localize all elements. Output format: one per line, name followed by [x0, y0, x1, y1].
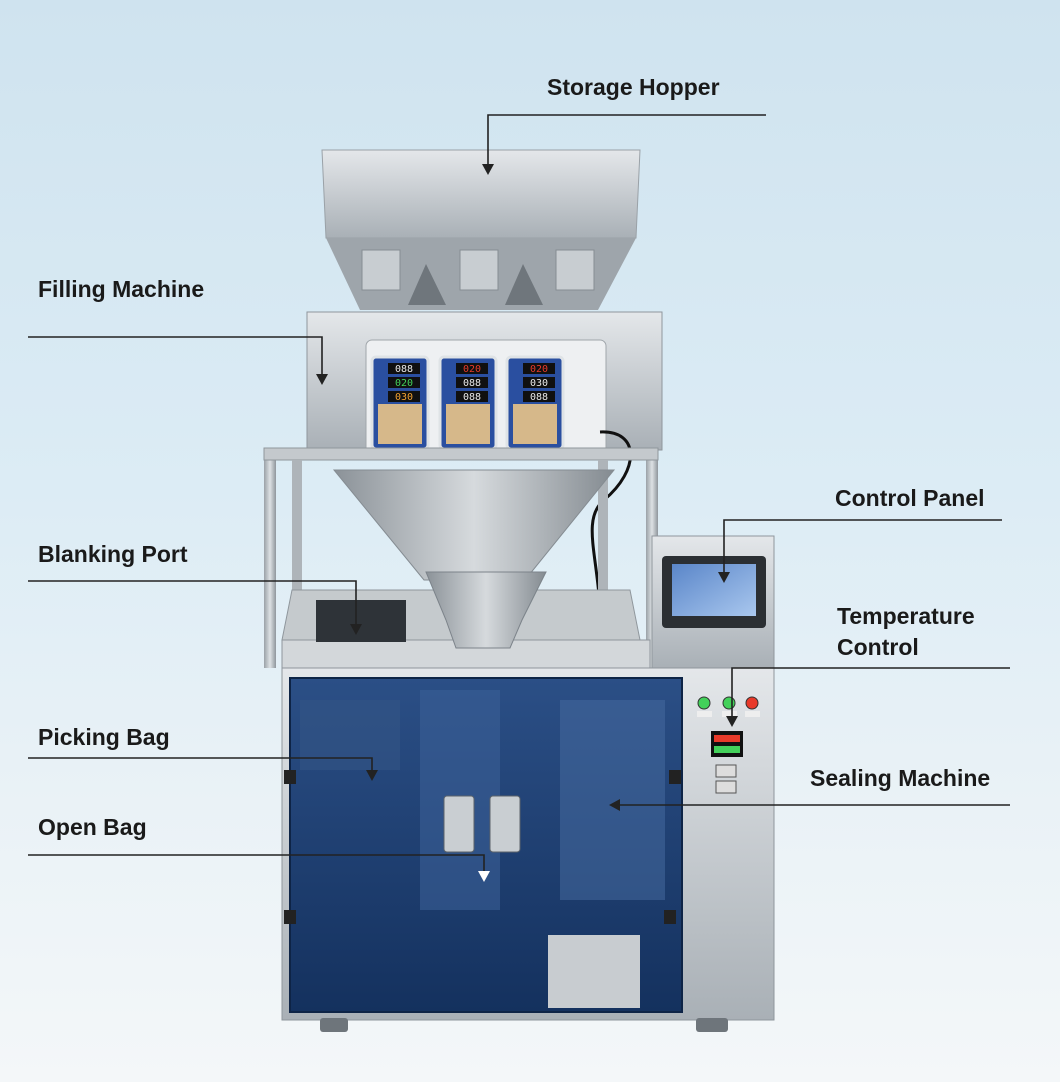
door-handle-left — [443, 795, 475, 853]
temperature-controller — [711, 731, 743, 757]
display-2-row-3: 088 — [463, 392, 481, 403]
display-3-row-1: 020 — [530, 364, 548, 375]
display-3-row-3: 088 — [530, 392, 548, 403]
arrow-down-icon — [478, 871, 490, 882]
green-indicator-icon — [722, 696, 736, 710]
display-2-row-1: 020 — [463, 364, 481, 375]
arrow-left-icon — [609, 799, 620, 811]
door-handle-right — [489, 795, 521, 853]
filling-machine-leader — [28, 336, 323, 378]
label-storage-hopper: Storage Hopper — [547, 74, 720, 100]
collecting-cone — [332, 469, 616, 581]
temperature-control-leader — [731, 667, 1010, 720]
weigher-display-3: 020 030 088 — [505, 355, 565, 451]
control-panel-leader — [723, 519, 1002, 576]
green-indicator-icon — [697, 696, 711, 710]
arrow-down-icon — [726, 716, 738, 727]
label-picking-bag: Picking Bag — [38, 724, 170, 750]
red-indicator-icon — [745, 696, 759, 710]
weigher-display-2: 020 088 088 — [438, 355, 498, 451]
arrow-down-icon — [366, 770, 378, 781]
arrow-down-icon — [718, 572, 730, 583]
picking-bag-leader — [28, 757, 373, 774]
label-sealing-machine: Sealing Machine — [810, 765, 991, 791]
label-temperature-control: Temperature Control — [837, 603, 975, 660]
lower-cabinet — [281, 667, 775, 1032]
leader-lines — [28, 114, 1010, 876]
display-3-row-2: 030 — [530, 378, 548, 389]
label-blanking-port: Blanking Port — [38, 541, 188, 567]
weigher-display-1: 088 020 030 — [370, 355, 430, 451]
display-1-row-2: 020 — [395, 378, 413, 389]
display-1-row-1: 088 — [395, 364, 413, 375]
storage-hopper — [321, 149, 641, 310]
open-bag-leader — [28, 854, 485, 876]
side-control-panel — [697, 696, 760, 794]
label-control-panel: Control Panel — [835, 485, 985, 511]
arrow-down-icon — [350, 624, 362, 635]
arrow-down-icon — [316, 374, 328, 385]
label-open-bag: Open Bag — [38, 814, 147, 840]
storage-hopper-leader — [487, 114, 766, 168]
blanking-tray — [281, 571, 651, 669]
leader-arrows — [316, 164, 738, 882]
label-filling-machine: Filling Machine — [38, 276, 205, 302]
control-box — [651, 535, 775, 669]
touch-screen — [672, 564, 756, 616]
display-1-row-3: 030 — [395, 392, 413, 403]
display-2-row-2: 088 — [463, 378, 481, 389]
blanking-port-leader — [28, 580, 357, 628]
arrow-down-icon — [482, 164, 494, 175]
